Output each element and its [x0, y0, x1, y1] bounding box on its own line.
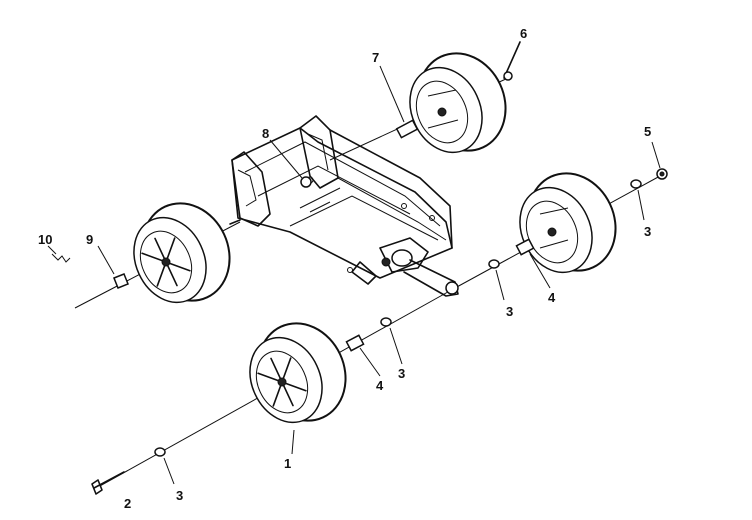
- callout-6: 6: [520, 26, 527, 41]
- callout-1: 1: [284, 456, 291, 471]
- callout-3: 3: [506, 304, 513, 319]
- callout-3: 3: [398, 366, 405, 381]
- callout-8: 8: [262, 126, 269, 141]
- wheel-left: [133, 202, 231, 304]
- callout-3: 3: [644, 224, 651, 239]
- wheel-rear-right: [519, 172, 617, 274]
- callout-9: 9: [86, 232, 93, 247]
- callout-labels: 1 2 3 3 3 3 4 4 5 6 7 8 9 10: [38, 26, 651, 511]
- wheel-top: [409, 52, 507, 154]
- callout-5: 5: [644, 124, 651, 139]
- wheel-front-bottom: [249, 322, 347, 424]
- callout-10: 10: [38, 232, 52, 247]
- callout-2: 2: [124, 496, 131, 511]
- hardware: [51, 41, 668, 495]
- frame: [231, 115, 459, 297]
- callout-7: 7: [372, 50, 379, 65]
- callout-4: 4: [548, 290, 556, 305]
- callout-4: 4: [376, 378, 384, 393]
- leader-lines: [47, 65, 661, 485]
- callout-3: 3: [176, 488, 183, 503]
